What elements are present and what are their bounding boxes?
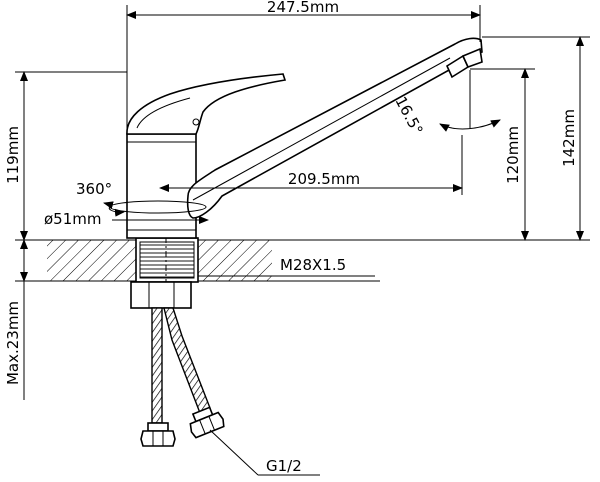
- spout-length-label: 209.5mm: [288, 170, 360, 188]
- hose-connection-label: G1/2: [266, 457, 302, 475]
- spout-height-label: 120mm: [504, 126, 522, 184]
- rotation-label: 360°: [76, 180, 112, 198]
- dim-thread: M28X1.5: [198, 256, 375, 277]
- base-diameter-label: ø51mm: [44, 210, 102, 228]
- dim-max-thickness: Max.23mm: [4, 239, 28, 400]
- mounting-nut: [130, 281, 192, 309]
- hose-nut-right: [189, 406, 225, 439]
- faucet-body: [126, 133, 197, 239]
- max-thickness-label: Max.23mm: [4, 301, 22, 385]
- body-height-label: 119mm: [4, 126, 22, 184]
- dim-base-diameter: ø51mm: [44, 210, 209, 228]
- thread-label: M28X1.5: [280, 256, 346, 274]
- dim-spout-length: 209.5mm: [159, 135, 463, 195]
- dim-rotation: 360°: [76, 180, 207, 217]
- swivel-spout: [186, 37, 483, 219]
- overall-length-label: 247.5mm: [267, 0, 339, 16]
- dim-hose-connection: G1/2: [209, 429, 320, 476]
- flexible-hoses: [151, 307, 211, 424]
- dim-body-height: 119mm: [4, 71, 127, 241]
- lever-handle: [126, 73, 287, 135]
- dim-total-height: 142mm: [482, 36, 590, 241]
- total-height-label: 142mm: [560, 109, 578, 167]
- dim-overall-length: 247.5mm: [126, 0, 481, 135]
- hose-nut-left: [140, 422, 176, 447]
- dim-spout-height: 120mm: [380, 68, 590, 241]
- spout-angle-label: 16.5°: [391, 93, 426, 138]
